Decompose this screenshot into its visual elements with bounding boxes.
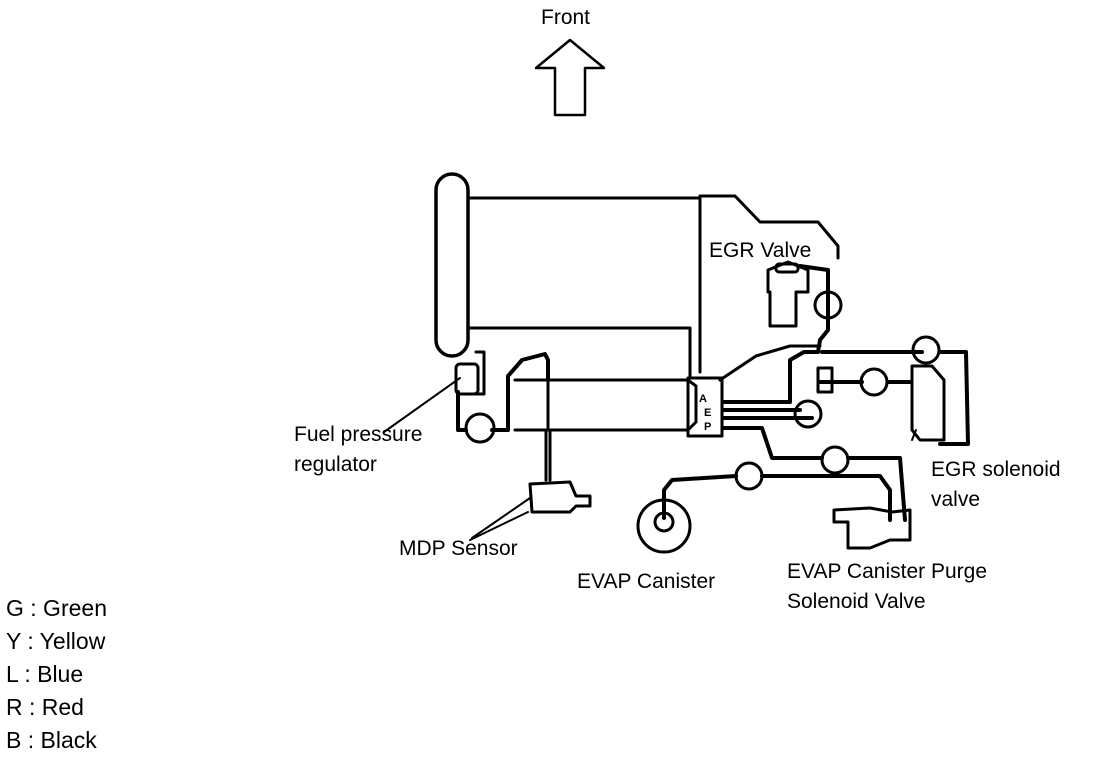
surge-tank	[466, 194, 840, 380]
legend-item-red: R : Red	[6, 694, 84, 720]
hose-egr-valve	[722, 264, 830, 404]
air-intake-end	[434, 172, 470, 358]
legend-item-yellow: Y : Yellow	[6, 628, 106, 654]
evap-canister-label: EVAP Canister	[577, 570, 716, 593]
hose-check-egr	[813, 290, 843, 320]
hose-egr-solenoid	[818, 350, 970, 446]
legend-item-blue: L : Blue	[6, 661, 84, 687]
hose-check-solenoid-top	[911, 335, 941, 365]
egr-valve	[766, 260, 810, 328]
port-label-p: P	[704, 421, 711, 433]
legend-item-black: B : Black	[6, 727, 97, 753]
evap-purge-solenoid-valve	[832, 506, 912, 550]
color-legend: G : Green Y : Yellow L : Blue R : Red B …	[6, 592, 107, 757]
egr-solenoid-label-1: EGR solenoid	[931, 458, 1061, 481]
hose-purge	[722, 426, 907, 522]
mdp-sensor	[528, 480, 592, 514]
legend-item-green: G : Green	[6, 595, 107, 621]
intake-manifold	[546, 378, 698, 432]
fuel-pressure-regulator	[454, 362, 480, 396]
front-label: Front	[541, 6, 591, 29]
hose-regulator	[456, 352, 550, 432]
egr-valve-label: EGR Valve	[709, 239, 812, 262]
port-label-e: E	[704, 407, 711, 419]
fuel-pressure-regulator-label-1: Fuel pressure	[294, 423, 423, 446]
hose-check-canister	[734, 461, 764, 491]
evap-canister	[636, 498, 692, 554]
evap-purge-label-1: EVAP Canister Purge	[787, 560, 987, 583]
egr-solenoid-valve	[910, 364, 946, 442]
hose-check-e	[793, 399, 823, 429]
fuel-pressure-regulator-label-2: regulator	[294, 453, 377, 476]
egr-solenoid-label-2: valve	[931, 488, 981, 511]
port-block	[686, 376, 724, 438]
hose-e-port	[722, 408, 814, 420]
egr-vsv-joint	[816, 366, 834, 394]
port-label-a: A	[699, 393, 707, 405]
hose-check-solenoid	[859, 367, 889, 397]
hose-check-purge	[820, 445, 850, 475]
hose-canister	[662, 474, 892, 522]
hose-check-regulator	[464, 412, 496, 444]
mdp-sensor-label: MDP Sensor	[399, 537, 518, 560]
front-arrow	[534, 38, 606, 117]
evap-purge-label-2: Solenoid Valve	[787, 590, 926, 613]
